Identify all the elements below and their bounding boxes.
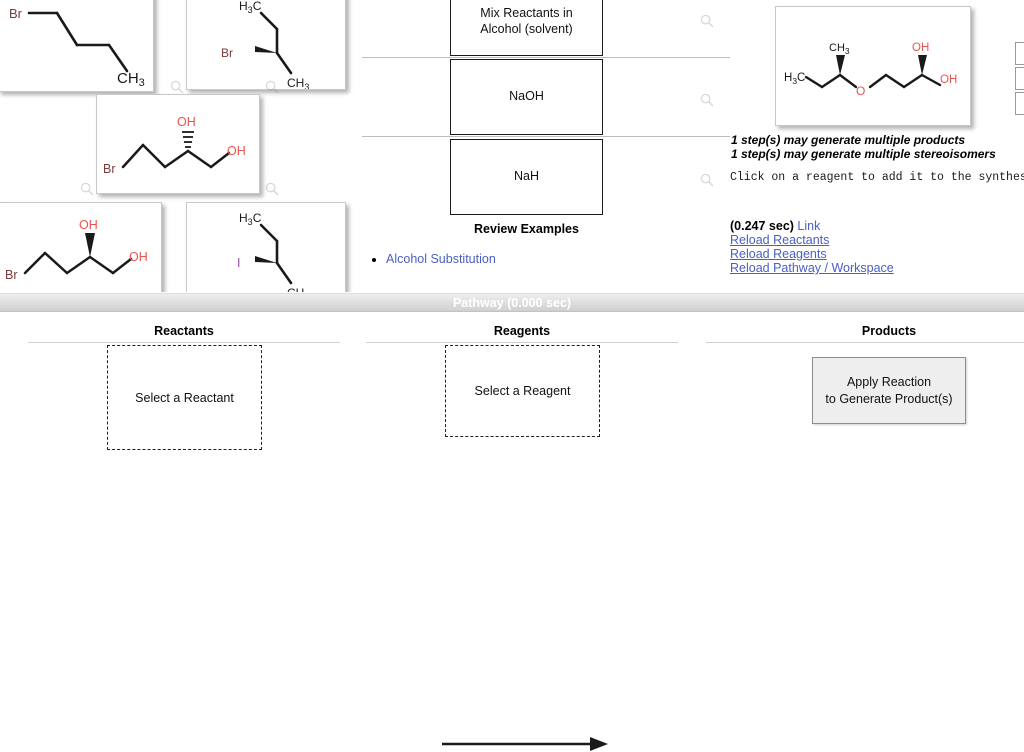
magnifier-icon[interactable] xyxy=(80,182,94,196)
reagent-box-naoh[interactable]: NaOH xyxy=(450,59,603,135)
magnifier-icon[interactable] xyxy=(700,14,714,28)
review-examples-heading: Review Examples xyxy=(474,222,579,236)
drop-zone-reagent[interactable]: Select a Reagent xyxy=(445,345,600,437)
atom-label-ch3: CH3 xyxy=(829,42,850,56)
timing-row: (0.247 sec) Link xyxy=(730,219,820,233)
pathway-title-bar: Pathway (0.000 sec) xyxy=(0,293,1024,312)
reagent-label: Mix Reactants in Alcohol (solvent) xyxy=(480,6,572,37)
molecule-2-iodobutane: H3C I CH3 xyxy=(237,211,309,292)
reagent-divider-2 xyxy=(362,136,730,137)
atom-label-br: Br xyxy=(221,46,233,60)
atom-label-ch3: CH3 xyxy=(287,76,309,90)
reagent-label: NaH xyxy=(513,169,539,184)
note-click-reagent: Click on a reagent to add it to the synt… xyxy=(730,171,1024,184)
note-multiple-products: 1 step(s) may generate multiple products xyxy=(731,133,966,147)
atom-label-ch3: CH3 xyxy=(287,286,309,292)
stereo-wedge-i xyxy=(255,256,277,263)
atom-label-oh-2: OH xyxy=(940,74,957,86)
offscreen-reagent-box-3[interactable] xyxy=(1015,92,1024,115)
drop-zone-reactant[interactable]: Select a Reactant xyxy=(107,345,262,450)
column-rule-reagents xyxy=(366,342,678,343)
review-link-alcohol-substitution[interactable]: Alcohol Substitution xyxy=(386,252,496,266)
reagent-label-line2: Alcohol (solvent) xyxy=(480,22,573,36)
reactant-card-1-bromobutane[interactable]: Br CH3 xyxy=(0,0,154,92)
reagent-box-mix-reactants[interactable]: Mix Reactants in Alcohol (solvent) xyxy=(450,0,603,56)
atom-label-oh-2: OH xyxy=(129,250,148,264)
offscreen-reagent-box-1[interactable] xyxy=(1015,42,1024,65)
reagent-label: NaOH xyxy=(509,89,544,104)
atom-label-h3c: H3C xyxy=(239,0,262,15)
molecule-2-bromobutane: H3C Br CH3 xyxy=(221,0,309,90)
magnifier-icon[interactable] xyxy=(265,182,279,196)
right-arrow-icon xyxy=(442,737,608,751)
reactant-card-2-bromobutane[interactable]: H3C Br CH3 xyxy=(186,0,346,90)
atom-label-br: Br xyxy=(5,268,18,282)
atom-label-h3c: H3C xyxy=(239,211,262,227)
stereo-hash-oh xyxy=(182,131,194,148)
reactant-card-bromo-diol-r[interactable]: Br OH OH xyxy=(0,202,162,292)
pathway-column-heading-products: Products xyxy=(861,324,917,338)
atom-label-h3c: H3C xyxy=(784,72,805,86)
list-item: Alcohol Substitution xyxy=(386,252,496,266)
apply-reaction-label-line1: Apply Reaction xyxy=(846,375,932,390)
pathway-column-heading-reagents: Reagents xyxy=(493,324,551,338)
link-reload-reactants[interactable]: Reload Reactants xyxy=(730,233,830,247)
magnifier-icon[interactable] xyxy=(700,93,714,107)
molecule-1-bromobutane: Br CH3 xyxy=(9,6,145,89)
molecule-bromo-diol-s: Br OH OH xyxy=(103,115,246,176)
reagent-divider-1 xyxy=(362,57,730,58)
atom-label-br: Br xyxy=(103,162,116,176)
molecule-bromo-diol-r: Br OH OH xyxy=(5,218,148,282)
atom-label-br: Br xyxy=(9,6,23,21)
apply-reaction-button[interactable]: Apply Reaction to Generate Product(s) xyxy=(812,357,966,424)
product-preview-card[interactable]: H3C CH3 O OH OH xyxy=(775,6,971,126)
magnifier-icon[interactable] xyxy=(170,80,184,94)
molecule-ether-product: H3C CH3 O OH OH xyxy=(784,42,957,98)
reactant-workspace: Br CH3 H3C Br CH3 xyxy=(0,0,1024,292)
atom-label-oh-1: OH xyxy=(177,115,196,129)
timing-value: (0.247 sec) xyxy=(730,219,794,233)
pathway-column-heading-reactants: Reactants xyxy=(154,324,214,338)
column-rule-products xyxy=(706,342,1024,343)
reagent-label-line1: Mix Reactants in xyxy=(480,6,573,21)
apply-reaction-label: Apply Reaction to Generate Product(s) xyxy=(825,374,952,407)
pathway-title: Pathway (0.000 sec) xyxy=(452,296,572,310)
offscreen-reagent-box-2[interactable] xyxy=(1015,67,1024,90)
atom-label-o: O xyxy=(856,84,865,98)
column-rule-reactants xyxy=(28,342,340,343)
magnifier-icon[interactable] xyxy=(700,173,714,187)
reactant-card-2-iodobutane[interactable]: H3C I CH3 xyxy=(186,202,346,292)
atom-label-i: I xyxy=(237,256,240,270)
stereo-wedge-br xyxy=(255,46,277,53)
note-multiple-stereoisomers: 1 step(s) may generate multiple stereois… xyxy=(731,147,996,161)
stereo-wedge-oh xyxy=(918,55,927,75)
atom-label-oh-2: OH xyxy=(227,144,246,158)
atom-label-ch3: CH3 xyxy=(117,70,145,89)
link-permalink[interactable]: Link xyxy=(797,219,821,233)
apply-reaction-label-line2: to Generate Product(s) xyxy=(825,391,953,406)
reagent-box-nah[interactable]: NaH xyxy=(450,139,603,215)
reactant-card-bromo-diol-s[interactable]: Br OH OH xyxy=(96,94,260,194)
link-reload-pathway-workspace[interactable]: Reload Pathway / Workspace xyxy=(730,261,894,275)
stereo-wedge-ch3 xyxy=(836,55,845,75)
atom-label-oh-1: OH xyxy=(79,218,98,232)
review-examples-list: Alcohol Substitution xyxy=(368,252,496,266)
atom-label-oh-1: OH xyxy=(912,42,929,54)
magnifier-icon[interactable] xyxy=(265,80,279,94)
stereo-wedge-oh xyxy=(85,233,95,257)
link-reload-reagents[interactable]: Reload Reagents xyxy=(730,247,827,261)
